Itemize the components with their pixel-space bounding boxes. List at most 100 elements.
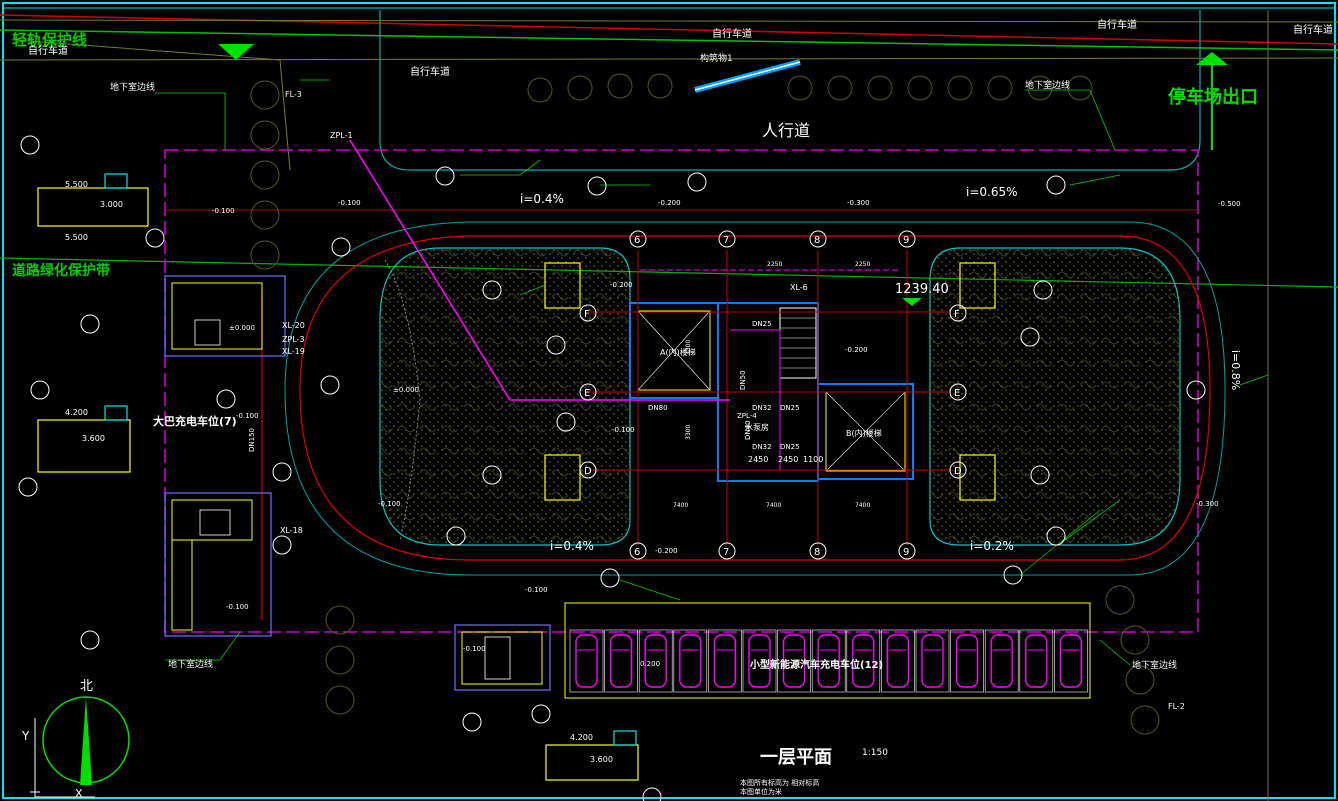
pump-room-stair-treads bbox=[780, 317, 816, 369]
detail-box-bottom-cap bbox=[613, 730, 637, 746]
label-dn25b: DN25 bbox=[752, 320, 772, 328]
parking-stall bbox=[1019, 629, 1054, 693]
parking-stall bbox=[1054, 629, 1088, 693]
left-bldg-bottom bbox=[164, 492, 272, 637]
detail-box-top-cap bbox=[104, 173, 128, 189]
tree-row-left bbox=[250, 73, 1160, 735]
elev-4: -0.300 bbox=[847, 199, 870, 207]
left-bldg-bottom-inner bbox=[171, 499, 253, 541]
car-icon bbox=[955, 634, 979, 688]
stair-b-diag-2 bbox=[825, 391, 906, 472]
grid-top-6: 6 bbox=[634, 235, 640, 246]
label-large-charging: 大巴充电车位(7) bbox=[153, 414, 237, 428]
elev-16: ±0.000 bbox=[229, 324, 255, 332]
pipe-zpl1 bbox=[349, 139, 730, 401]
grid-top-8: 8 bbox=[814, 235, 820, 246]
detail-box-mid bbox=[37, 419, 131, 473]
drawing-title: 一层平面 bbox=[760, 747, 832, 768]
site-boundary bbox=[164, 149, 1199, 633]
bottom-bldg-inner bbox=[461, 631, 543, 685]
car-icon bbox=[713, 634, 737, 688]
label-road-green: 道路绿化保护带 bbox=[12, 262, 110, 279]
label-dn150: DN150 bbox=[248, 428, 256, 452]
elev-1: -0.100 bbox=[212, 207, 235, 215]
outer-loop bbox=[284, 221, 1226, 576]
dim-1: 2450 bbox=[748, 455, 768, 464]
label-xl18: XL-18 bbox=[280, 526, 303, 535]
elev-8: -0.200 bbox=[655, 547, 678, 555]
detail-mid-h1: 4.200 bbox=[65, 408, 88, 417]
dim-6: 7400 bbox=[855, 502, 870, 509]
entry-arrow-icon bbox=[218, 44, 254, 60]
axis-y-label: Y bbox=[21, 729, 30, 743]
left-bldg-top-stair bbox=[194, 319, 221, 346]
north-label: 北 bbox=[80, 679, 93, 694]
parking-stall bbox=[569, 629, 604, 693]
north-arrow-icon bbox=[80, 697, 92, 785]
parking-stall bbox=[881, 629, 915, 693]
grid-bottom-6: 6 bbox=[634, 547, 640, 558]
label-parking-exit: 停车场出口 bbox=[1168, 86, 1258, 108]
left-bldg-top-inner bbox=[171, 282, 263, 350]
road-edge-line-2 bbox=[0, 57, 1338, 61]
axis-x-label: X bbox=[75, 787, 83, 800]
label-dn32: DN32 bbox=[752, 404, 772, 412]
car-icon bbox=[886, 634, 910, 688]
label-xl6: XL-6 bbox=[790, 283, 808, 292]
slope-2: i=0.65% bbox=[966, 185, 1018, 199]
car-icon bbox=[852, 634, 875, 688]
elev-14: ±0.000 bbox=[393, 386, 419, 394]
callout-circles bbox=[18, 135, 1206, 801]
parking-stall bbox=[915, 629, 950, 693]
detail-top-h1: 5.500 bbox=[65, 180, 88, 189]
grid-bottom-8: 8 bbox=[814, 547, 820, 558]
label-bike-lane-3: 自行车道 bbox=[712, 27, 752, 40]
grid-left-e: E bbox=[584, 388, 590, 399]
parking-stall bbox=[811, 629, 846, 693]
slope-1: i=0.4% bbox=[520, 192, 564, 206]
exit-arrow-icon bbox=[1196, 52, 1228, 65]
label-zpl4: ZPL-4 bbox=[737, 412, 757, 420]
car-icon bbox=[1059, 634, 1083, 688]
grid-bottom-7: 7 bbox=[723, 547, 729, 558]
elev-17: -0.100 bbox=[463, 645, 486, 653]
elev-6: -0.100 bbox=[236, 412, 259, 420]
parking-stall bbox=[638, 629, 673, 693]
parking-stall bbox=[604, 629, 638, 693]
elev-5: -0.500 bbox=[1218, 200, 1241, 208]
parking-stall bbox=[777, 629, 811, 693]
car-icon bbox=[1025, 634, 1048, 688]
car-icon bbox=[782, 634, 806, 688]
bottom-bldg bbox=[454, 624, 551, 691]
parking-area bbox=[564, 602, 1091, 699]
label-fl3: FL-3 bbox=[285, 90, 302, 99]
parking-stall bbox=[742, 629, 777, 693]
label-dn50: DN50 bbox=[739, 370, 747, 390]
detail-top-h3: 5.500 bbox=[65, 233, 88, 242]
label-sidewalk: 人行道 bbox=[762, 121, 810, 140]
elev-10: -0.100 bbox=[226, 603, 249, 611]
left-bldg-top bbox=[164, 275, 286, 357]
dim-7: 3300 bbox=[685, 340, 692, 355]
detail-box-mid-cap bbox=[104, 405, 128, 421]
elev-13: -0.100 bbox=[612, 426, 635, 434]
label-bike-lane-1: 自行车道 bbox=[28, 44, 68, 57]
stair-a-diag-2 bbox=[637, 310, 711, 391]
left-bldg-bottom-stair bbox=[199, 509, 231, 536]
slope-4: i=0.2% bbox=[970, 539, 1014, 553]
label-xl19: XL-19 bbox=[282, 347, 305, 356]
label-bike-lane-4: 自行车道 bbox=[1097, 18, 1137, 31]
detail-bot-h2: 3.600 bbox=[590, 755, 613, 764]
label-zpl1: ZPL-1 bbox=[330, 131, 353, 140]
drawing-scale: 1:150 bbox=[862, 748, 888, 758]
car-icon bbox=[609, 634, 633, 688]
grid-top-7: 7 bbox=[723, 235, 729, 246]
dim-9: 2250 bbox=[767, 261, 782, 268]
structure-1-core bbox=[694, 61, 801, 91]
label-dn40: DN40 bbox=[744, 420, 752, 440]
label-fl2: FL-2 bbox=[1168, 702, 1185, 711]
label-zpl3: ZPL-3 bbox=[282, 335, 305, 344]
elevation-marker-icon bbox=[902, 298, 922, 306]
